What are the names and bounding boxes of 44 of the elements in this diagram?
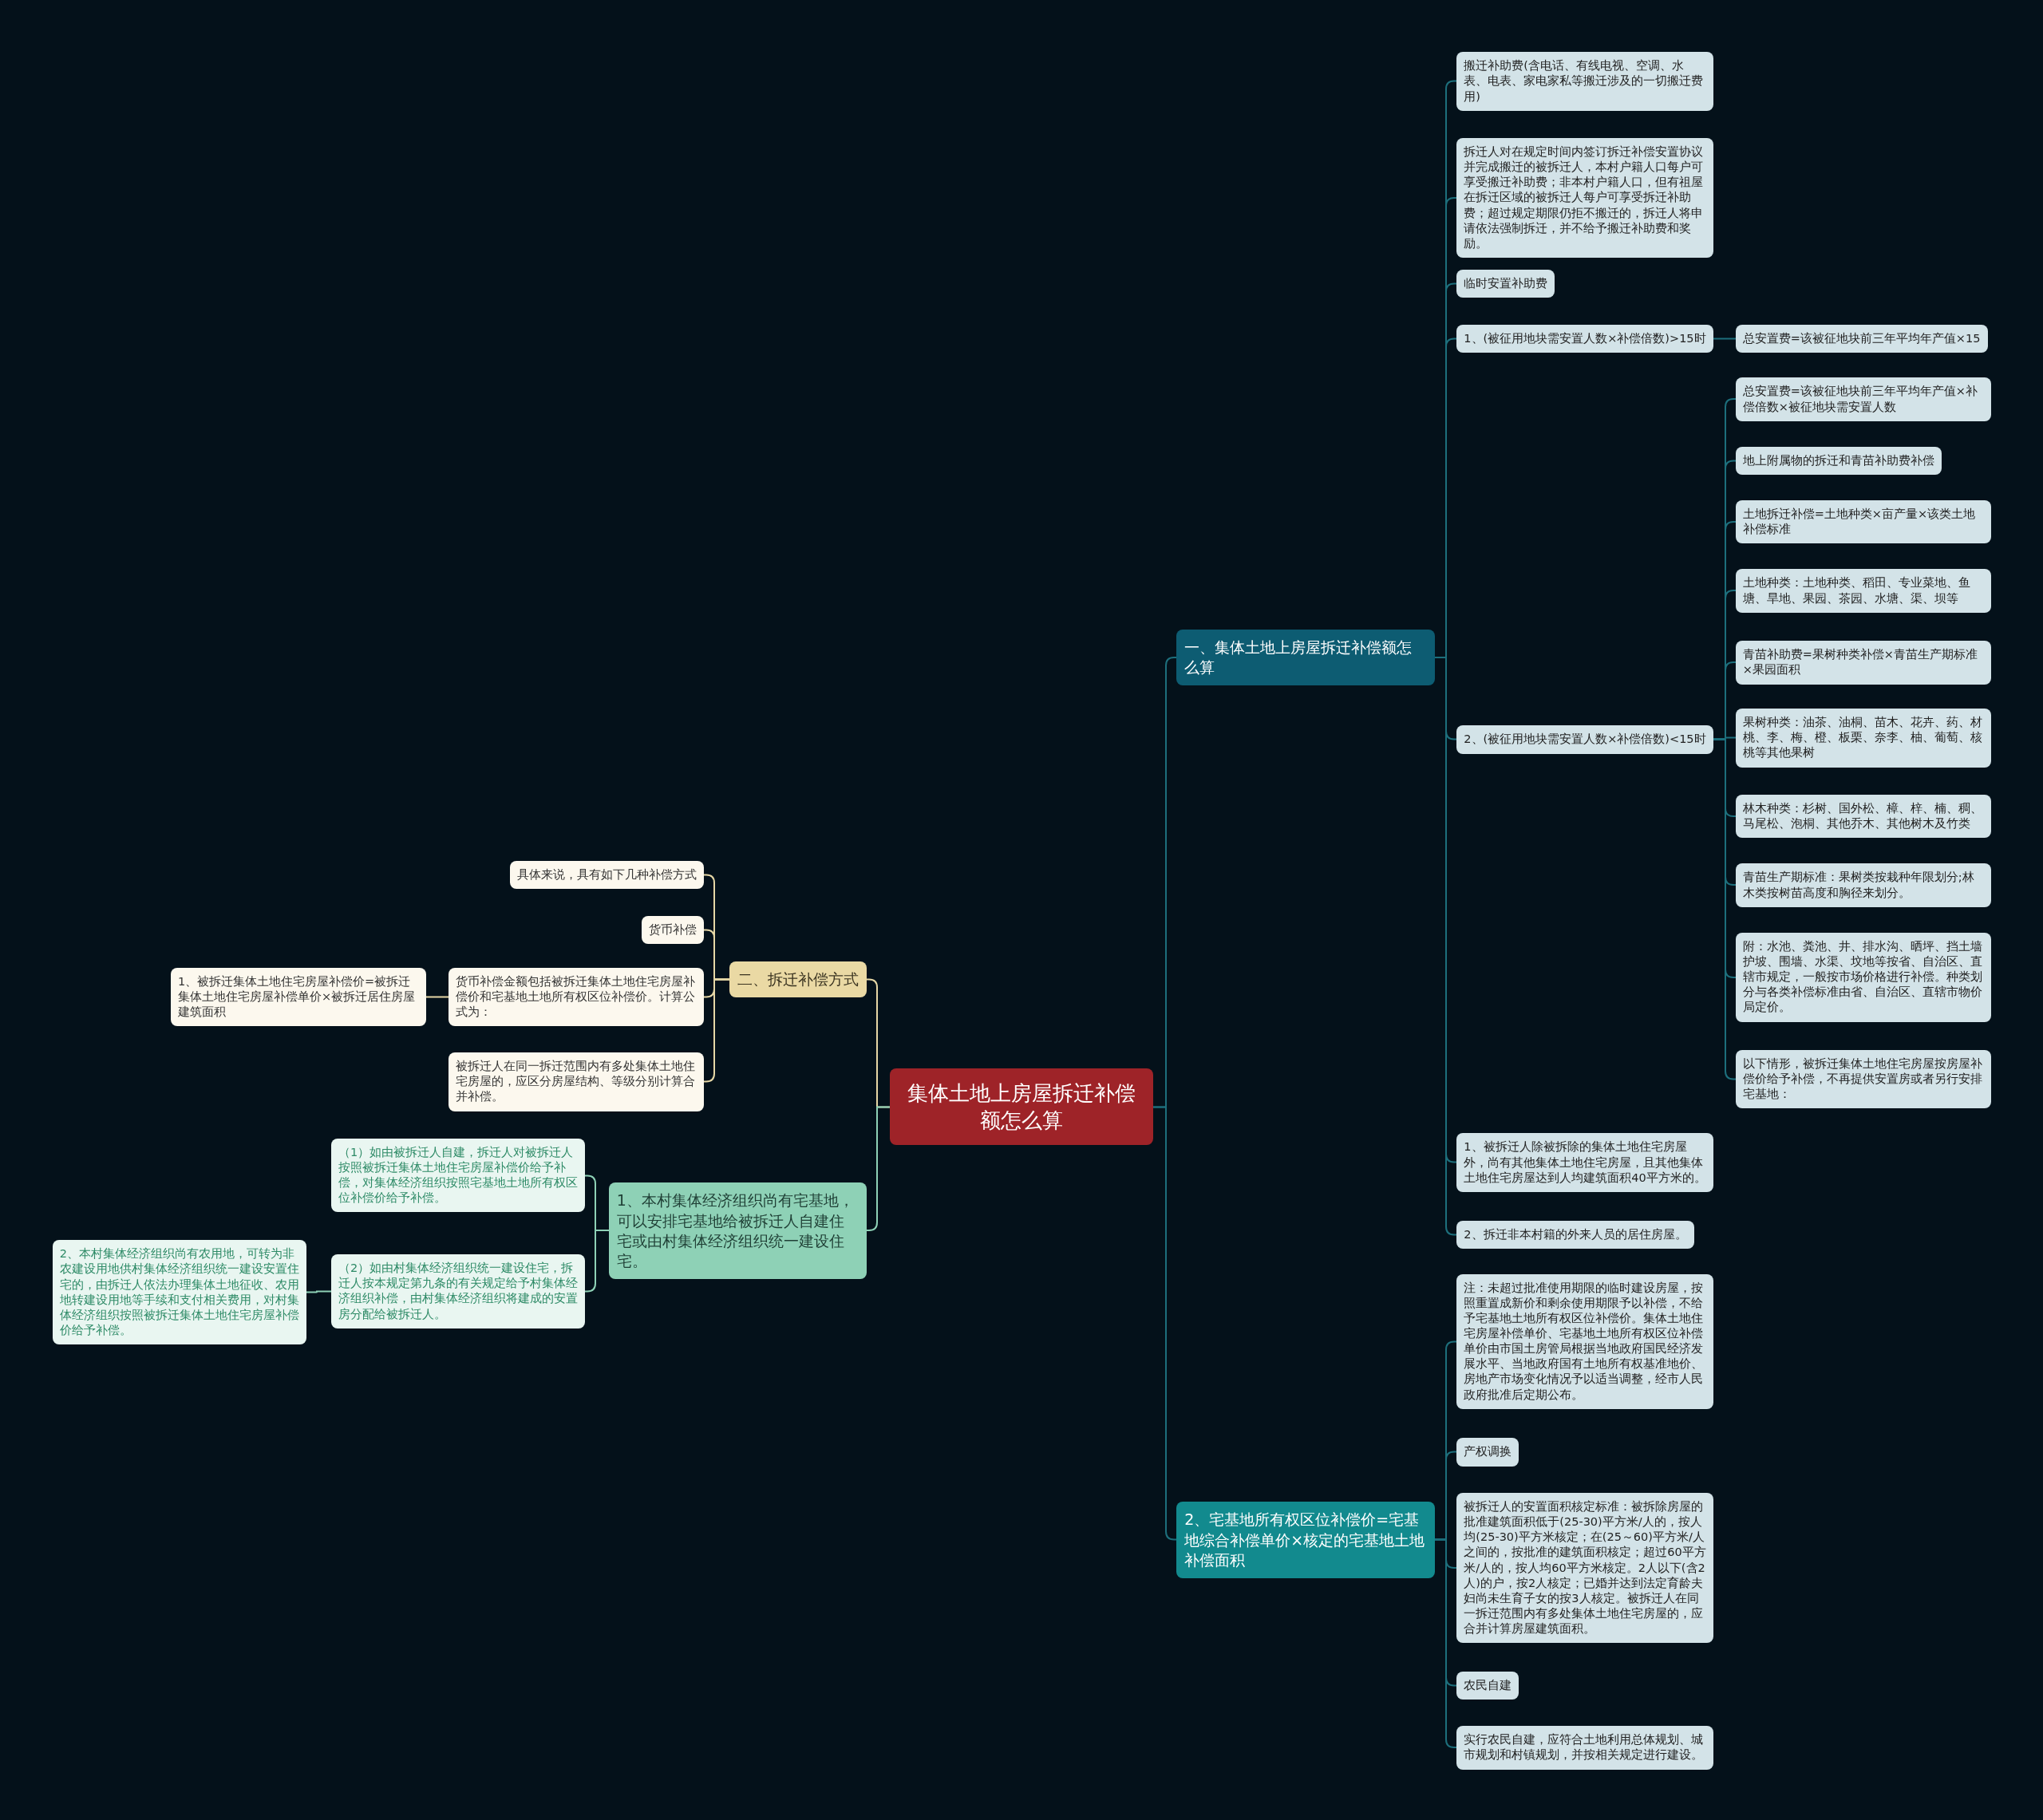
subtopic-box: 临时安置补助费 [1456, 269, 1555, 298]
subtopic-box: 总安置费=该被征地块前三年平均年产值×15 [1735, 324, 1989, 353]
subtopic-box: 货币补偿金额包括被拆迁集体土地住宅房屋补偿价和宅基地土地所有权区位补偿价。计算公式为： [448, 968, 704, 1027]
connector-line [306, 1290, 332, 1293]
topic-box: 2、宅基地所有权区位补偿价=宅基地综合补偿单价×核定的宅基地土地补偿面积 [1176, 1502, 1435, 1578]
subtopic-box: 具体来说，具有如下几种补偿方式 [509, 861, 704, 890]
subtopic-box: 1、被拆迁人除被拆除的集体土地住宅房屋外，尚有其他集体土地住宅房屋，且其他集体土地住宅房屋达到人均建筑面积40平方米的。 [1456, 1133, 1713, 1192]
subtopic-box: 被拆迁人的安置面积核定标准：被拆除房屋的批准建筑面积低于(25-30)平方米/人的，按人均(25-30)平方米核定；在(25～60)平方米/人之间的，按批准的建筑面积核定；超过60平方米/人的，按人均60平方米核定。2人以下(含2人)的户，按2人核定；已婚并达到法定育龄夫妇尚未生育子女的按3人核定。被拆迁人在同一拆迁范围内有多处集体土地住宅房屋的，应合并计算房屋建筑面积。 [1456, 1493, 1713, 1644]
topic-box: 一、集体土地上房屋拆迁补偿额怎么算 [1176, 629, 1435, 685]
connector-line [584, 1230, 610, 1293]
subtopic-box: 被拆迁人在同一拆迁范围内有多处集体土地住宅房屋的，应区分房屋结构、等级分别计算合并补偿。 [448, 1052, 704, 1111]
subtopic-box: （2）如由村集体经济组织统一建设住宅，拆迁人按本规定第九条的有关规定给予村集体经济组织补偿，由村集体经济组织将建成的安置房分配给被拆迁人。 [331, 1254, 586, 1328]
subtopic-box: 1、被拆迁集体土地住宅房屋补偿价=被拆迁集体土地住宅房屋补偿单价×被拆迁居住房屋建筑面积 [170, 968, 426, 1027]
topic-box: 1、本村集体经济组织尚有宅基地，可以安排宅基地给被拆迁人自建住宅或由村集体经济组织统一建设住宅。 [608, 1182, 867, 1279]
subtopic-box: 实行农民自建，应符合土地利用总体规划、城市规划和村镇规划，并按相关规定进行建设。 [1456, 1726, 1713, 1770]
subtopic-box: 搬迁补助费(含电话、有线电视、空调、水表、电表、家电家私等搬迁涉及的一切搬迁费用) [1456, 52, 1713, 111]
connector-line [425, 996, 449, 998]
subtopic-box: 注：未超过批准使用期限的临时建设房屋，按照重置成新价和剩余使用期限予以补偿，不给予宅基地土地所有权区位补偿价。集体土地住宅房屋补偿单价、宅基地土地所有权区位补偿单价由市国土房管局根据当地政府国民经济发展水平、当地政府国有土地所有权基准地价、房地产市场变化情况予以适当调整，经市人民政府批准后定期公布。 [1456, 1273, 1713, 1409]
subtopic-box: 地上附属物的拆迁和青苗补助费补偿 [1735, 447, 1942, 476]
subtopic-box: 货币补偿 [641, 915, 704, 944]
subtopic-box: 产权调换 [1456, 1438, 1519, 1467]
connector-line [703, 978, 730, 1083]
subtopic-box: 1、(被征用地块需安置人数×补偿倍数)>15时 [1456, 324, 1713, 353]
subtopic-box: 附：水池、粪池、井、排水沟、晒坪、挡土墙护坡、围墙、水渠、坟地等按省、自治区、直辖市规定，一般按市场价格进行补偿。种类划分与各类补偿标准由省、自治区、直辖市物价局定价。 [1735, 932, 1991, 1022]
subtopic-box: 以下情形，被拆迁集体土地住宅房屋按房屋补偿价给予补偿，不再提供安置房或者另行安排宅基地： [1735, 1049, 1991, 1109]
connector-line [1152, 1106, 1177, 1541]
subtopic-box: 2、拆迁非本村籍的外来人员的居住房屋。 [1456, 1220, 1694, 1249]
subtopic-box: 2、本村集体经济组织尚有农用地，可转为非农建设用地供村集体经济组织统一建设安置住宅的，由拆迁人依法办理集体土地征收、农用地转建设用地等手续和支付相关费用，对村集体经济组织按照被拆迁集体土地住宅房屋补偿价给予补偿。 [52, 1240, 307, 1345]
subtopic-box: 青苗补助费=果树种类补偿×青苗生产期标准×果园面积 [1735, 641, 1991, 685]
subtopic-box: 青苗生产期标准：果树类按栽种年限划分;林木类按树苗高度和胸径来划分。 [1735, 863, 1991, 907]
connector-line [1713, 338, 1737, 340]
connector-line [1433, 1538, 1457, 1748]
subtopic-box: 总安置费=该被征地块前三年平均年产值×补偿倍数×被征地块需安置人数 [1735, 377, 1991, 421]
subtopic-box: 农民自建 [1456, 1671, 1519, 1700]
subtopic-box: 土地种类：土地种类、稻田、专业菜地、鱼塘、旱地、果园、茶园、水塘、渠、坝等 [1735, 569, 1991, 613]
topic-box: 二、拆迁补偿方式 [729, 961, 867, 997]
central-topic-box: 集体土地上房屋拆迁补偿额怎么算 [890, 1068, 1153, 1146]
connector-line [866, 1106, 891, 1231]
subtopic-box: 拆迁人对在规定时间内签订拆迁补偿安置协议并完成搬迁的被拆迁人，本村户籍人口每户可享受搬迁补助费；非本村户籍人口，但有祖屋在拆迁区域的被拆迁人每户可享受拆迁补助费；超过规定期限仍拒不搬迁的，拆迁人将申请依法强制拆迁，并不给予搬迁补助费和奖励。 [1456, 138, 1713, 258]
subtopic-box: 果树种类：油茶、油桐、苗木、花卉、药、材桃、李、梅、橙、板栗、奈李、柚、葡萄、核桃等其他果树 [1735, 709, 1991, 768]
subtopic-box: 土地拆迁补偿=土地种类×亩产量×该类土地补偿标准 [1735, 499, 1991, 544]
subtopic-box: （1）如由被拆迁人自建，拆迁人对被拆迁人按照被拆迁集体土地住宅房屋补偿价给予补偿，对集体经济组织按照宅基地土地所有权区位补偿价给予补偿。 [331, 1138, 586, 1213]
subtopic-box: 林木种类：杉树、国外松、樟、梓、楠、稠、马尾松、泡桐、其他乔木、其他树木及竹类 [1735, 794, 1991, 839]
subtopic-box: 2、(被征用地块需安置人数×补偿倍数)<15时 [1456, 725, 1713, 754]
